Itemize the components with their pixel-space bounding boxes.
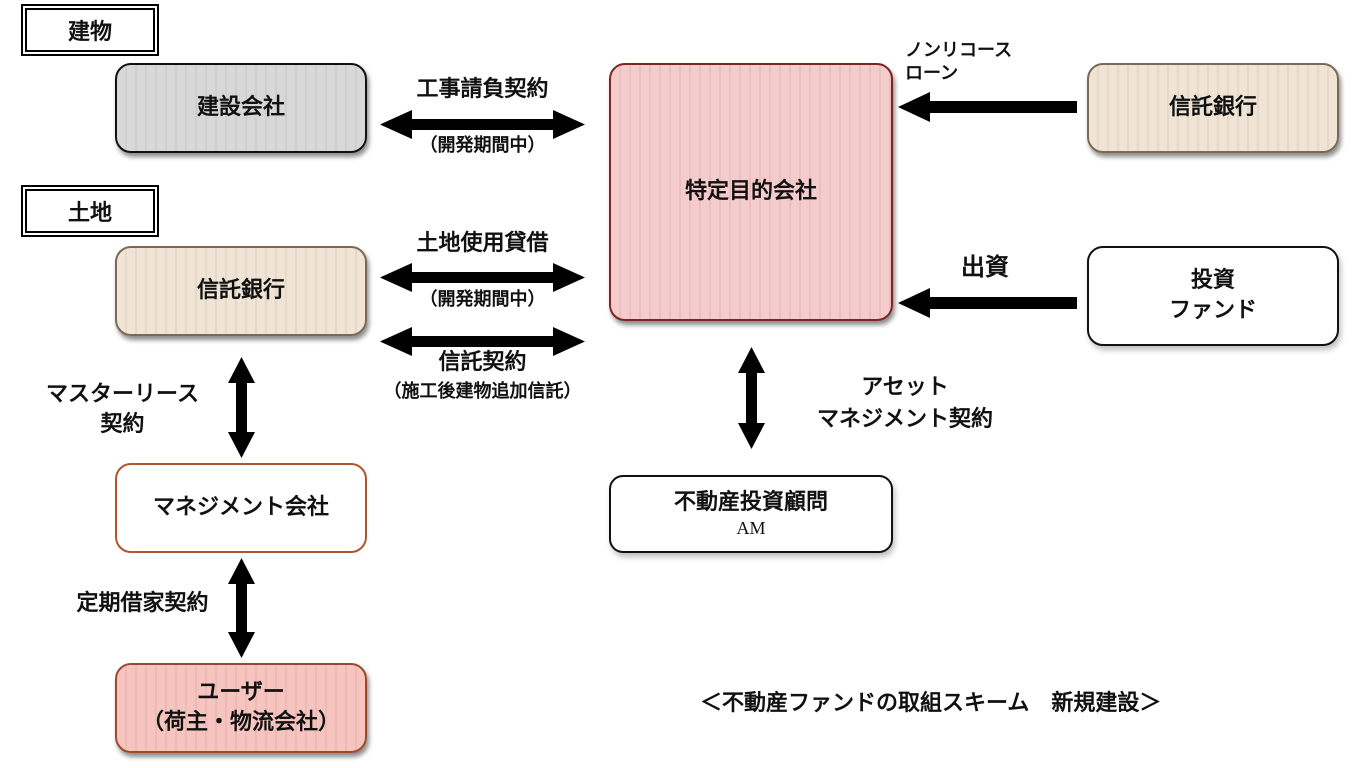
node-trust-bank-land: 信託銀行 (115, 246, 367, 336)
node-label-line1: ユーザー (197, 680, 285, 706)
arrow-construction-contract (380, 110, 585, 139)
label-nonrecourse-loan: ノンリコース ローン (905, 40, 1012, 85)
arrow-fixed-term-lease (228, 558, 255, 658)
node-label-line2: ファンド (1168, 298, 1257, 323)
section-label-text: 土地 (67, 201, 112, 226)
node-investment-fund: 投資 ファンド (1087, 246, 1339, 346)
node-user: ユーザー （荷主・物流会社） (115, 663, 367, 753)
node-label-line1: 投資 (1190, 268, 1235, 294)
label-trust-contract-note: （施工後建物追加信託） (383, 381, 582, 402)
node-trust-bank-lender: 信託銀行 (1087, 63, 1339, 153)
node-label-line2: AM (736, 517, 766, 538)
arrow-master-lease (228, 357, 255, 458)
section-label-text: 建物 (67, 20, 112, 45)
label-master-lease: マスターリース 契約 (10, 380, 235, 439)
label-line2: マネジメント契約 (816, 406, 993, 432)
node-label-line1: 不動産投資顧問 (673, 490, 828, 515)
node-label-line2: （荷主・物流会社） (141, 710, 340, 735)
node-asset-manager: 不動産投資顧問 AM (609, 475, 893, 553)
label-line1: ノンリコース (905, 40, 1013, 61)
label-trust-contract: 信託契約 (438, 350, 527, 375)
label-investment: 出資 (961, 253, 1009, 281)
label-line2: ローン (905, 62, 959, 84)
node-label: 建設会社 (196, 95, 285, 121)
node-label: 信託銀行 (1168, 95, 1257, 121)
node-construction-company: 建設会社 (115, 63, 367, 153)
section-label-land: 土地 (21, 185, 159, 237)
label-am-contract: アセット マネジメント契約 (780, 372, 1030, 436)
label-construction-contract: 工事請負契約 (416, 77, 549, 102)
node-label: 特定目的会社 (684, 179, 817, 205)
diagram-caption: ＜不動産ファンドの取組スキーム 新規建設＞ (700, 691, 1162, 716)
node-management-company: マネジメント会社 (115, 463, 367, 553)
label-line1: マスターリース (46, 382, 199, 407)
arrow-nonrecourse-loan (898, 92, 1077, 122)
label-line2: 契約 (100, 411, 145, 437)
label-construction-period: （開発期間中） (419, 135, 546, 156)
label-land-lease: 土地使用貸借 (416, 231, 549, 256)
arrow-trust-contract (380, 327, 585, 356)
label-fixed-term-lease: 定期借家契約 (76, 591, 209, 616)
node-label: マネジメント会社 (152, 495, 329, 521)
arrow-land-lease (380, 263, 585, 292)
label-land-lease-period: （開発期間中） (419, 289, 546, 310)
node-spc: 特定目的会社 (609, 63, 893, 321)
label-line1: アセット (861, 375, 949, 400)
node-label: 信託銀行 (196, 278, 285, 304)
section-label-building: 建物 (21, 4, 159, 56)
arrow-investment (898, 288, 1077, 318)
arrow-am-contract (738, 347, 765, 449)
